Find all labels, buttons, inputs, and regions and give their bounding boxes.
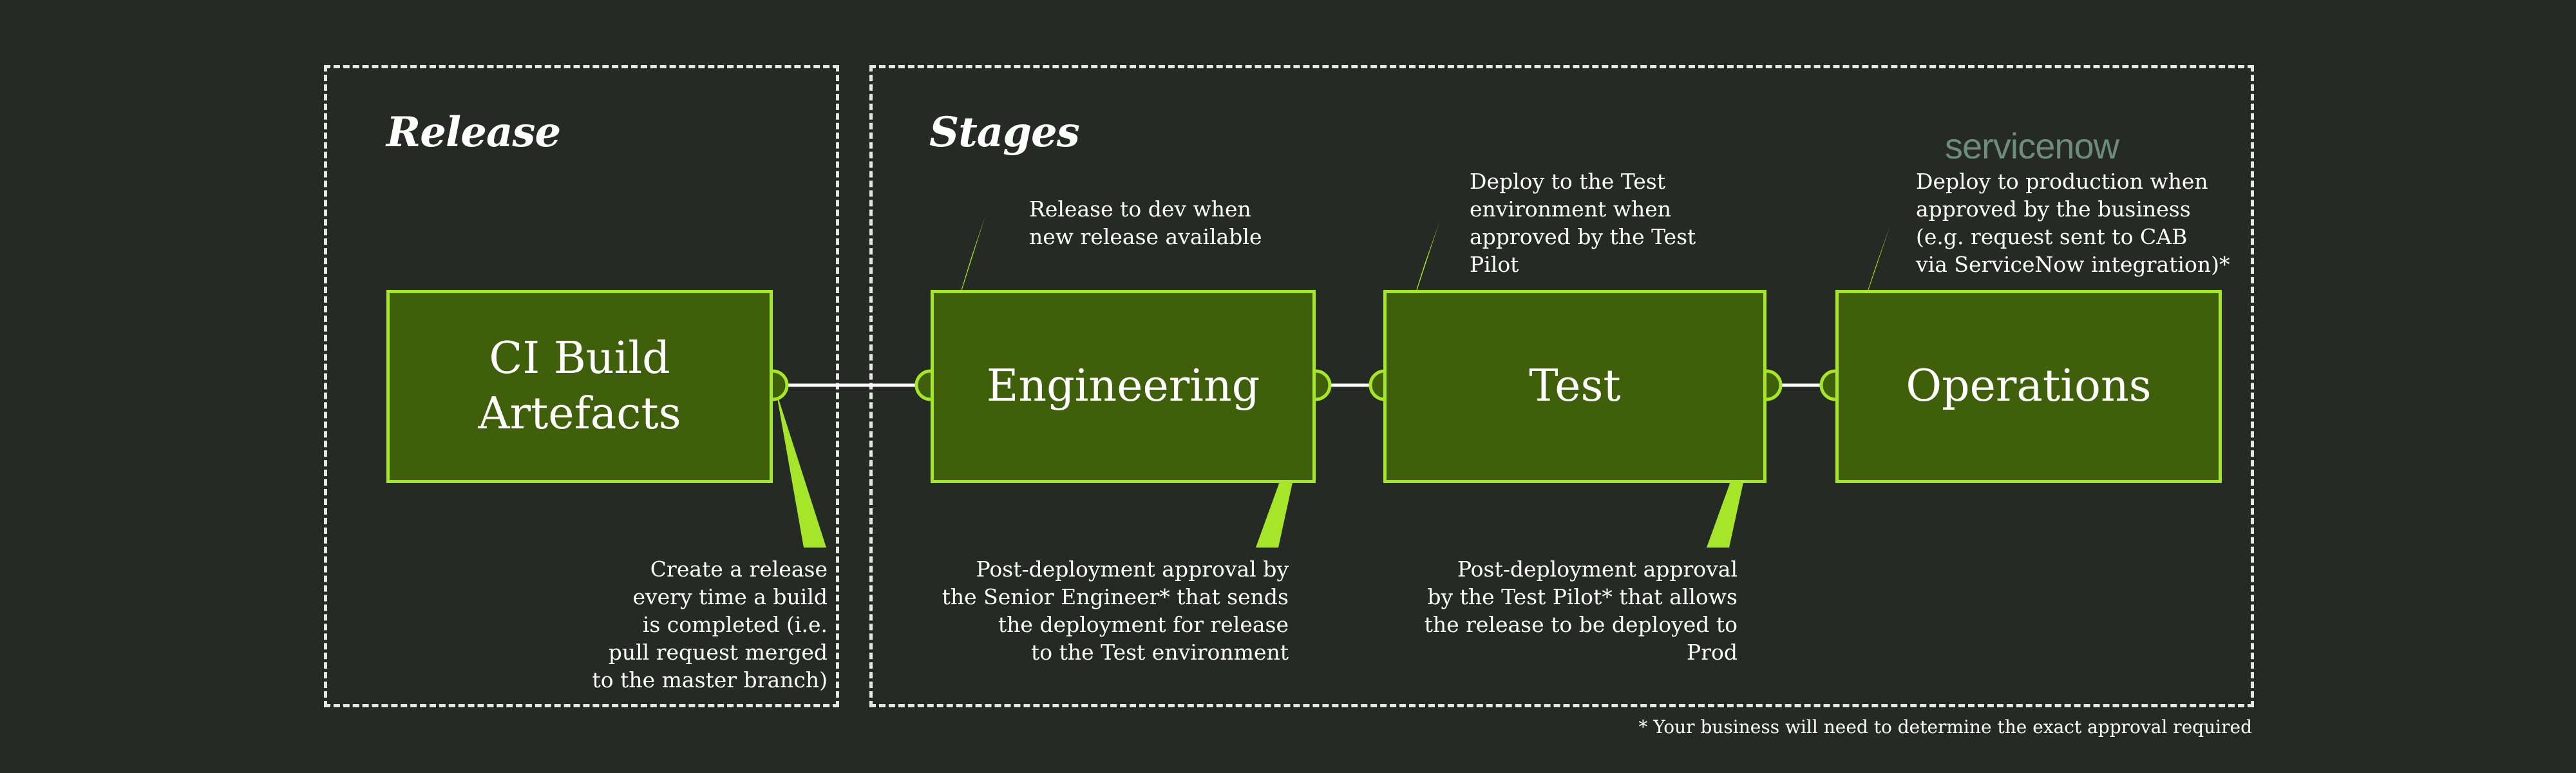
stage-engineering: Engineering xyxy=(931,290,1316,483)
footnote: * Your business will need to determine t… xyxy=(1638,716,2252,738)
stage-ci-build-label: CI Build Artefacts xyxy=(478,333,681,439)
release-group-title: Release xyxy=(386,108,561,157)
stage-operations: Operations xyxy=(1835,290,2222,483)
stage-test: Test xyxy=(1383,290,1766,483)
note-post-deploy-test: Post-deployment approval by the Test Pil… xyxy=(1424,557,1738,665)
note-release-to-dev: Release to dev when new release availabl… xyxy=(1029,196,1262,249)
stage-ci-build-artefacts: CI Build Artefacts xyxy=(386,290,773,483)
stage-test-label: Test xyxy=(1529,361,1621,412)
note-deploy-to-prod: Deploy to production when approved by th… xyxy=(1916,169,2230,277)
servicenow-logo: servicenow xyxy=(1945,126,2119,166)
note-post-deploy-engineering: Post-deployment approval by the Senior E… xyxy=(942,557,1289,665)
stage-operations-label: Operations xyxy=(1906,361,2152,412)
callout-pointer-create-release xyxy=(776,391,826,548)
note-create-release: Create a release every time a build is c… xyxy=(592,557,828,692)
stage-engineering-label: Engineering xyxy=(986,361,1260,412)
note-deploy-to-test: Deploy to the Test environment when appr… xyxy=(1470,169,1696,277)
stages-group-title: Stages xyxy=(929,108,1080,157)
